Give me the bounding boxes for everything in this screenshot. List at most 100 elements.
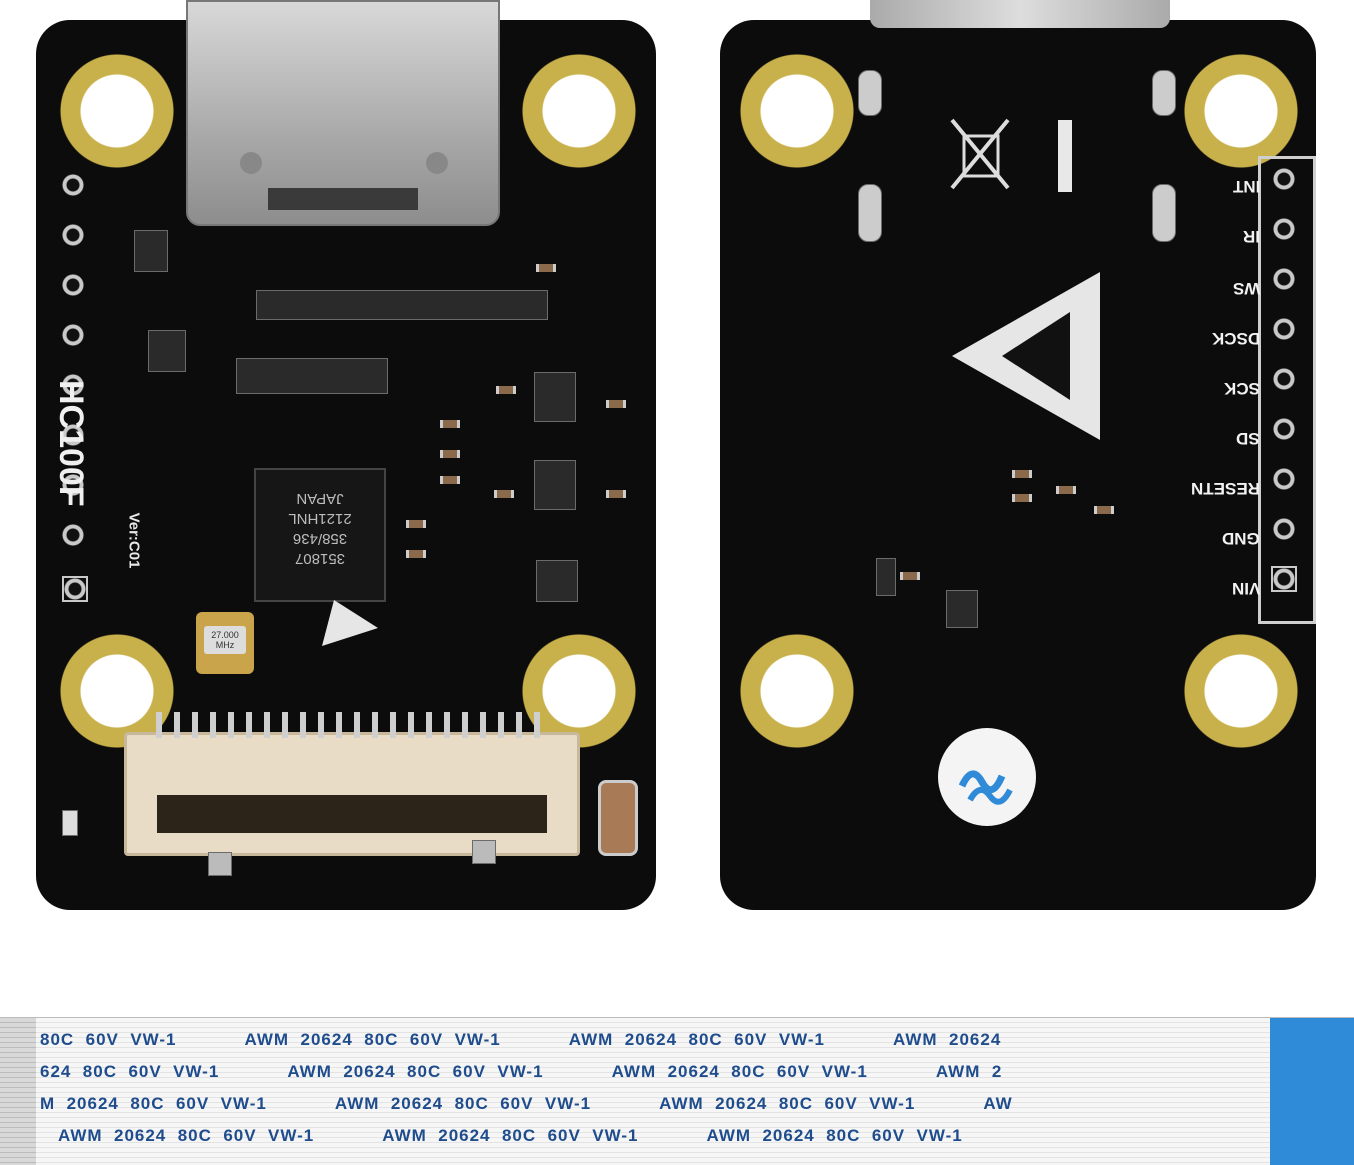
pcb-front: HC100F Ver:C01 JAPAN 2121HNL 358/436 351… — [36, 0, 656, 910]
ribbon-print-line: 80C 60V VW-1 AWM 20624 80C 60V VW-1 AWM … — [40, 1030, 1002, 1049]
esd-warning-icon — [952, 272, 1100, 440]
fpc-pin — [354, 712, 360, 738]
pin-label-vin: VIN — [1231, 579, 1260, 598]
fpc-pin — [408, 712, 414, 738]
fpc-pin — [516, 712, 522, 738]
capacitor — [1012, 470, 1032, 478]
header-pin-pad — [1273, 418, 1295, 440]
waveshare-logo-sticker — [938, 728, 1036, 826]
mounting-tab — [858, 70, 882, 116]
ffc-ribbon-cable: 80C 60V VW-1 AWM 20624 80C 60V VW-1 AWM … — [0, 1017, 1354, 1165]
fpc-pin — [498, 712, 504, 738]
pin-pad-square — [62, 576, 88, 602]
header-pin-pad — [1273, 468, 1295, 490]
ribbon-contact-end-left — [0, 1018, 36, 1165]
fpc-pin — [192, 712, 198, 738]
smd-component — [134, 230, 168, 272]
header-pin-pad — [1273, 218, 1295, 240]
header-pin-pad — [1271, 566, 1297, 592]
ribbon-print-line: M 20624 80C 60V VW-1 AWM 20624 80C 60V V… — [40, 1094, 1013, 1113]
mounting-tab — [1152, 70, 1176, 116]
mount-hole-top-right — [518, 50, 640, 172]
bridge-chip: JAPAN 2121HNL 358/436 351807 — [254, 468, 386, 602]
pin-pad — [62, 224, 84, 246]
capacitor — [1056, 486, 1076, 494]
header-pin-pad — [1273, 518, 1295, 540]
mount-hole-bottom-left — [736, 630, 858, 752]
smd-component — [472, 840, 496, 864]
pin-label-sd: SD — [1236, 429, 1260, 448]
capacitor — [900, 572, 920, 580]
fpc-pin — [300, 712, 306, 738]
fpc-pin — [390, 712, 396, 738]
hdmi-shell-edge — [870, 0, 1170, 28]
pin-label-sck: SCK — [1224, 379, 1260, 398]
fpc-pin — [426, 712, 432, 738]
smd-component — [536, 560, 578, 602]
capacitor — [1012, 494, 1032, 502]
chip-line: 2121HNL — [288, 510, 352, 527]
fpc-pin — [372, 712, 378, 738]
fpc-pin — [318, 712, 324, 738]
ribbon-stiffener-end-right — [1270, 1018, 1354, 1165]
mount-hole-top-left — [736, 50, 858, 172]
smd-component — [876, 558, 896, 596]
smd-component — [148, 330, 186, 372]
pin-pad — [62, 424, 84, 446]
fpc-pin — [156, 712, 162, 738]
smd-component — [256, 290, 548, 320]
pin-label-gnd: GND — [1222, 529, 1260, 548]
capacitor — [440, 476, 460, 484]
weee-bar — [1058, 120, 1072, 192]
header-pin-pad — [1273, 268, 1295, 290]
fpc-pin — [444, 712, 450, 738]
ribbon-print-line: 624 80C 60V VW-1 AWM 20624 80C 60V VW-1 … — [40, 1062, 1003, 1081]
chip-line: 358/436 — [292, 530, 348, 547]
header-pin-pad — [1273, 318, 1295, 340]
mount-hole-top-right — [1180, 50, 1302, 172]
capacitor — [536, 264, 556, 272]
pcb-back: INT IR WS DSCK SCK SD RESETN GND VIN — [720, 0, 1316, 910]
capacitor-large — [598, 780, 638, 856]
pin-pad — [62, 524, 84, 546]
pin-pad — [62, 324, 84, 346]
pin-pad — [62, 274, 84, 296]
mounting-tab — [1152, 184, 1176, 242]
fpc-pin — [534, 712, 540, 738]
model-label: HC100F — [52, 380, 90, 507]
crystal-label: 27.000 MHz — [204, 626, 246, 654]
smd-component — [534, 460, 576, 510]
fpc-pin — [336, 712, 342, 738]
mount-hole-top-left — [56, 50, 178, 172]
capacitor — [606, 400, 626, 408]
fpc-pin — [264, 712, 270, 738]
capacitor — [440, 450, 460, 458]
fpc-pin — [210, 712, 216, 738]
header-pin-pad — [1273, 168, 1295, 190]
fpc-pin — [462, 712, 468, 738]
mount-hole-bottom-right — [1180, 630, 1302, 752]
esd-warning-icon — [322, 600, 378, 646]
header-pin-pad — [1273, 368, 1295, 390]
fpc-pin — [282, 712, 288, 738]
capacitor — [606, 490, 626, 498]
pin-header-outline — [1258, 156, 1316, 624]
smd-component — [946, 590, 978, 628]
pin-pad — [62, 374, 84, 396]
waveshare-logo-icon — [958, 770, 1013, 805]
smd-component — [236, 358, 388, 394]
crystal-oscillator: 27.000 MHz — [196, 612, 254, 674]
smd-component — [208, 852, 232, 876]
ribbon-print-line: AWM 20624 80C 60V VW-1 AWM 20624 80C 60V… — [58, 1126, 963, 1145]
fpc-pin — [246, 712, 252, 738]
pin-label-dsck: DSCK — [1211, 329, 1260, 348]
pin-label-ws: WS — [1232, 279, 1260, 298]
capacitor — [1094, 506, 1114, 514]
capacitor — [406, 550, 426, 558]
chip-line: JAPAN — [296, 490, 344, 507]
pin-pad — [62, 474, 84, 496]
fpc-pin — [228, 712, 234, 738]
capacitor — [494, 490, 514, 498]
capacitor — [440, 420, 460, 428]
mounting-tab — [858, 184, 882, 242]
